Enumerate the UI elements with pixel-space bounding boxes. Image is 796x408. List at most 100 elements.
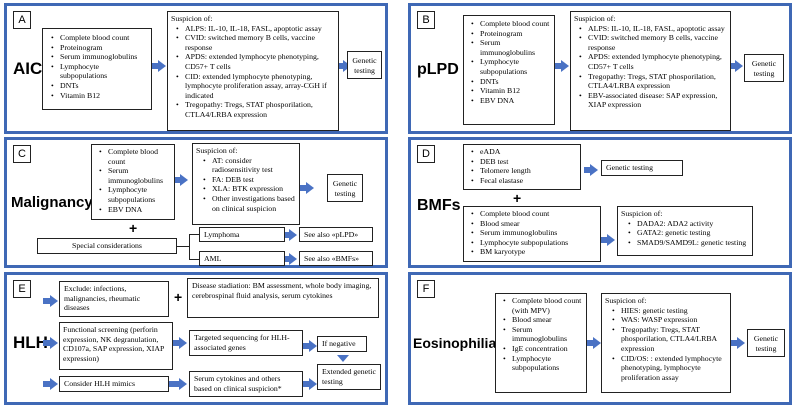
arrow (306, 182, 314, 194)
test-item: BM karyotype (471, 247, 598, 257)
test-item: Lymphocyte subpopulations (471, 57, 552, 76)
arrow (339, 63, 343, 69)
test-item: EBV DNA (471, 96, 552, 106)
connector-line (177, 246, 189, 247)
suspicion-box: Suspicion of: ALPS: IL-10, IL-18, FASL, … (167, 11, 339, 131)
arrow (50, 378, 58, 390)
genetic-testing-box: Genetic testing (327, 174, 363, 202)
suspicion-item: CVID: switched memory B cells, vaccine r… (579, 33, 727, 52)
test-item: Complete blood count (51, 33, 148, 43)
genetic-testing-box: Genetic testing (744, 54, 784, 82)
test-item: Blood smear (471, 219, 598, 229)
hlh-mimics-box: Consider HLH mimics (59, 376, 169, 392)
genetic-testing-box: Genetic testing (747, 329, 785, 357)
test-item: Complete blood count (with MPV) (503, 296, 584, 315)
panel-label: pLPD (417, 61, 459, 78)
arrow (169, 381, 179, 387)
arrow (587, 340, 593, 346)
test-item: eADA (471, 147, 578, 157)
panel-tag: E (13, 280, 31, 298)
test-item: Serum immunoglobulins (471, 228, 598, 238)
test-item: Proteinogram (51, 43, 148, 53)
panel-label: Malignancy (11, 194, 93, 211)
arrow (731, 63, 735, 69)
arrow (179, 337, 187, 349)
arrow (737, 337, 745, 349)
test-item: Fecal elastase (471, 176, 578, 186)
arrow (173, 340, 179, 346)
plus-sign: + (174, 289, 183, 305)
targeted-sequencing-box: Targeted sequencing for HLH-associated g… (189, 330, 303, 356)
suspicion-item: CID: extended lymphocyte phenotyping, ly… (176, 72, 335, 101)
exclude-box: Exclude: infections, malignancies, rheum… (59, 281, 169, 317)
suspicion-item: Tregopathy: Tregs, STAT phosporilation, … (612, 325, 727, 354)
panel-aic: A AIC Complete blood count Proteinogram … (4, 3, 388, 134)
arrow (561, 60, 569, 72)
serum-cytokines-box: Serum cytokines and others based on clin… (189, 371, 303, 397)
suspicion-item: XLA: BTK expression (203, 184, 296, 194)
suspicion-item: CID/OS: : extended lymphocyte phenotypin… (612, 354, 727, 383)
arrow (289, 229, 297, 241)
see-plpd-box: See also «pLPD» (299, 227, 373, 242)
arrow (300, 185, 306, 191)
arrow (590, 164, 598, 176)
arrow (180, 174, 188, 186)
test-item: Serum immunoglobulins (99, 166, 172, 185)
panel-tag: F (417, 280, 435, 298)
suspicion-title: Suspicion of: (621, 209, 663, 218)
test-item: Blood smear (503, 315, 584, 325)
arrow-down (337, 355, 349, 362)
panel-malignancy: C Malignancy Complete blood count Serum … (4, 137, 388, 268)
arrow (285, 232, 289, 238)
test-item: Lymphocyte subpopulations (503, 354, 584, 373)
panel-label: AIC (13, 59, 43, 78)
arrow (584, 167, 590, 173)
arrow (285, 256, 289, 262)
suspicion-item: GATA2: genetic testing (628, 228, 749, 238)
suspicion-item: DADA2: ADA2 activity (628, 219, 749, 229)
tests-bottom-box: Complete blood count Blood smear Serum i… (463, 206, 601, 262)
extended-genetic-testing-box: Extended genetic testing (317, 364, 381, 390)
arrow (735, 60, 743, 72)
suspicion-item: HIES: genetic testing (612, 306, 727, 316)
suspicion-title: Suspicion of: (605, 296, 647, 305)
test-item: Serum immunoglobulins (51, 52, 148, 62)
tests-box: Complete blood count Proteinogram Serum … (463, 15, 555, 125)
suspicion-title: Suspicion of: (196, 146, 238, 155)
test-item: Complete blood count (99, 147, 172, 166)
staging-box: Disease stadiation: BM assessment, whole… (187, 278, 379, 318)
suspicion-item: ALPS: IL-10, IL-18, FASL, apoptotic assa… (176, 24, 335, 34)
see-bmfs-box: See also «BMFs» (299, 251, 373, 266)
tests-box: Complete blood count (with MPV) Blood sm… (495, 293, 587, 393)
panel-tag: A (13, 11, 31, 29)
arrow (175, 177, 180, 183)
test-item: Lymphocyte subpopulations (471, 238, 598, 248)
panel-eosinophilia: F Eosinophilia Complete blood count (wit… (408, 272, 792, 405)
test-item: Complete blood count (471, 209, 598, 219)
panel-label: HLH (13, 333, 48, 352)
test-item: Vitamin B12 (51, 91, 148, 101)
test-item: DEB test (471, 157, 578, 167)
suspicion-item: EBV-associated disease: SAP expression, … (579, 91, 727, 110)
arrow (43, 381, 50, 387)
if-negative-box: If negative (317, 336, 367, 352)
test-item: Telomere length (471, 166, 578, 176)
arrow (43, 340, 50, 346)
panel-bmfs: D BMFs eADA DEB test Telomere length Fec… (408, 137, 792, 268)
suspicion-item: Other investigations based on clinical s… (203, 194, 296, 213)
suspicion-item: ALPS: IL-10, IL-18, FASL, apoptotic assa… (579, 24, 727, 34)
arrow (607, 234, 615, 246)
genetic-testing-box: Genetic testing (601, 160, 683, 176)
panel-tag: C (13, 145, 31, 163)
arrow (289, 253, 297, 265)
arrow (179, 378, 187, 390)
test-item: Serum immunoglobulins (503, 325, 584, 344)
aml-box: AML (199, 251, 285, 266)
plus-sign: + (129, 220, 138, 236)
plus-sign: + (513, 190, 522, 206)
arrow (309, 340, 317, 352)
special-considerations-box: Special considerations (37, 238, 177, 254)
connector-line (189, 234, 190, 260)
suspicion-box: Suspicion of: DADA2: ADA2 activity GATA2… (617, 206, 753, 256)
suspicion-item: WAS: WASP expression (612, 315, 727, 325)
